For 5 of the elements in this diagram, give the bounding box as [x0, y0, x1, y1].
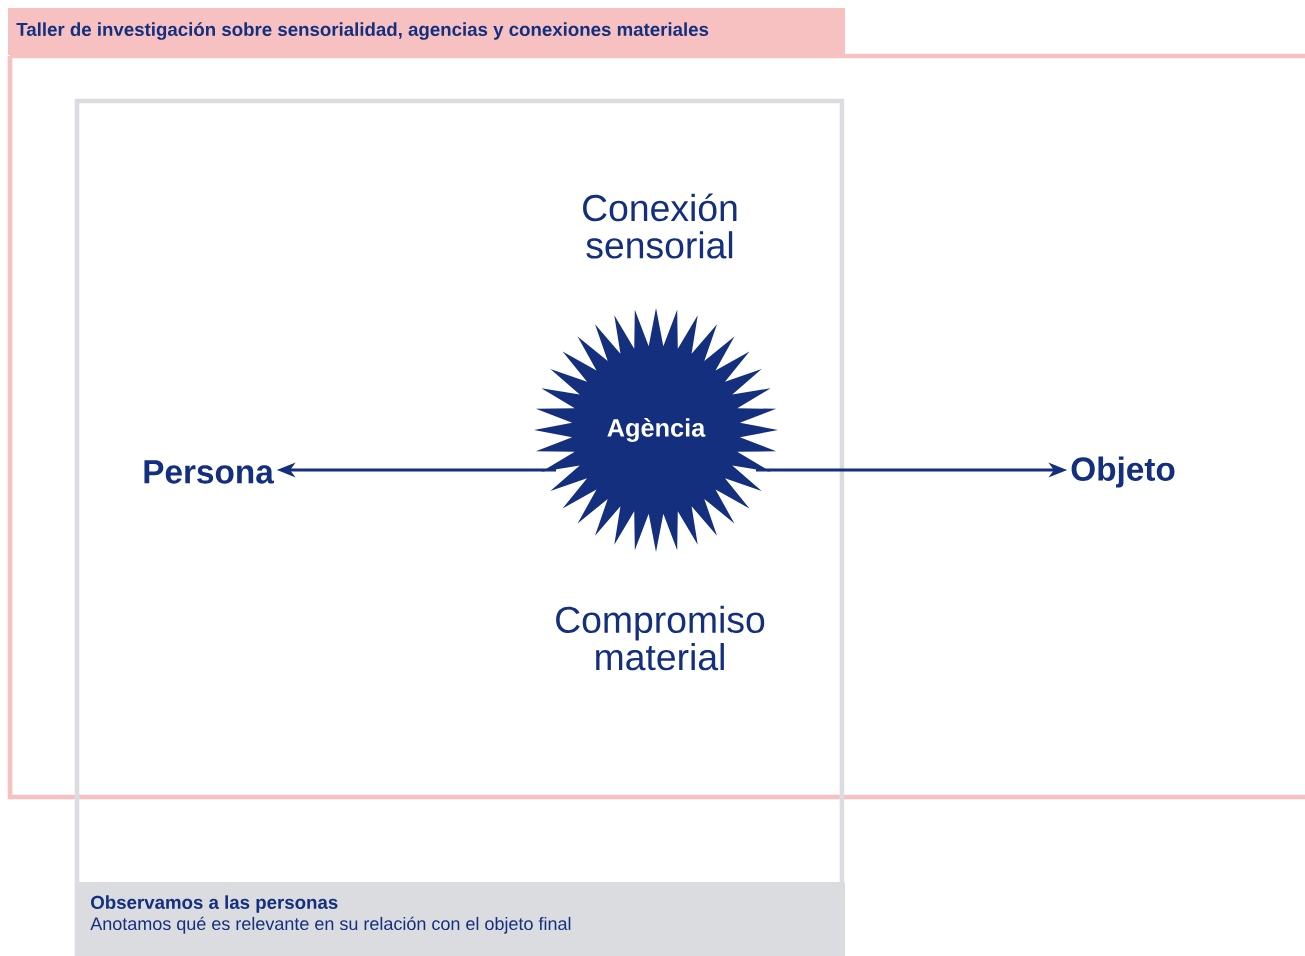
starburst: Agència — [534, 308, 778, 552]
label: Compromiso material — [556, 605, 765, 671]
node-label: Persona — [144, 460, 274, 484]
node-label: Objeto — [1071, 456, 1175, 488]
label: Conexión sensorial — [583, 193, 737, 259]
